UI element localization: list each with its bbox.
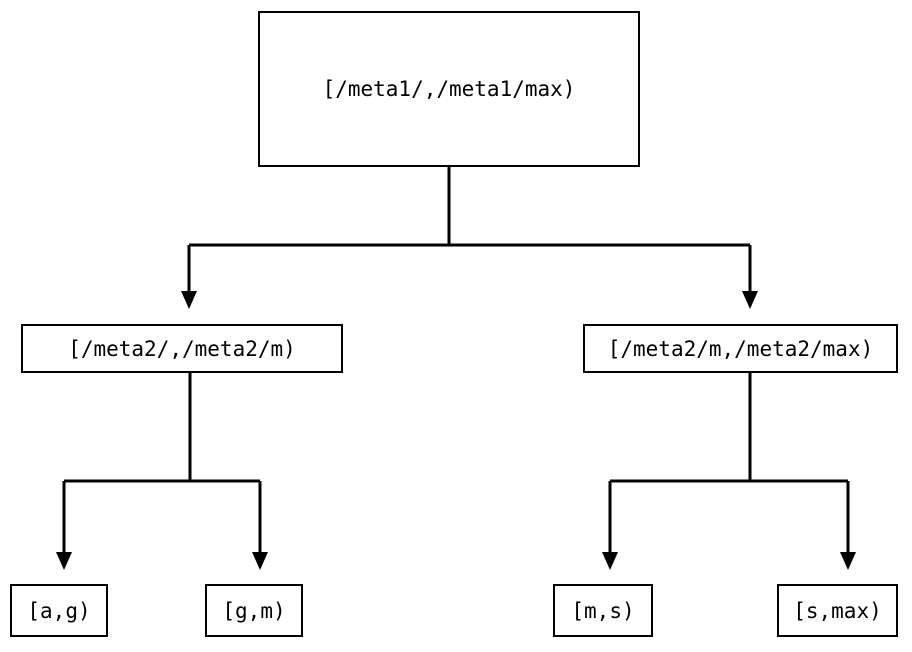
node-leaf-0[interactable]: [a,g)	[10, 584, 108, 637]
node-leaf-1-label: [g,m)	[222, 598, 286, 623]
node-level2-left[interactable]: [/meta2/,/meta2/m)	[21, 324, 343, 373]
arrowhead-left-to-leaf0	[56, 552, 72, 570]
node-leaf-2[interactable]: [m,s)	[553, 584, 653, 637]
node-leaf-0-label: [a,g)	[27, 598, 91, 623]
node-leaf-3[interactable]: [s,max)	[777, 584, 898, 637]
node-level2-right[interactable]: [/meta2/m,/meta2/max)	[583, 324, 898, 373]
node-level2-left-label: [/meta2/,/meta2/m)	[68, 336, 296, 361]
arrowhead-root-to-left	[181, 291, 197, 309]
node-level2-right-label: [/meta2/m,/meta2/max)	[607, 336, 874, 361]
arrowhead-right-to-leaf2	[602, 552, 618, 570]
arrowhead-left-to-leaf1	[252, 552, 268, 570]
node-leaf-3-label: [s,max)	[793, 598, 882, 623]
node-root[interactable]: [/meta1/,/meta1/max)	[258, 11, 640, 167]
node-root-label: [/meta1/,/meta1/max)	[322, 77, 576, 101]
arrowhead-right-to-leaf3	[840, 552, 856, 570]
arrowhead-root-to-right	[742, 291, 758, 309]
node-leaf-1[interactable]: [g,m)	[205, 584, 303, 637]
node-leaf-2-label: [m,s)	[571, 598, 635, 623]
